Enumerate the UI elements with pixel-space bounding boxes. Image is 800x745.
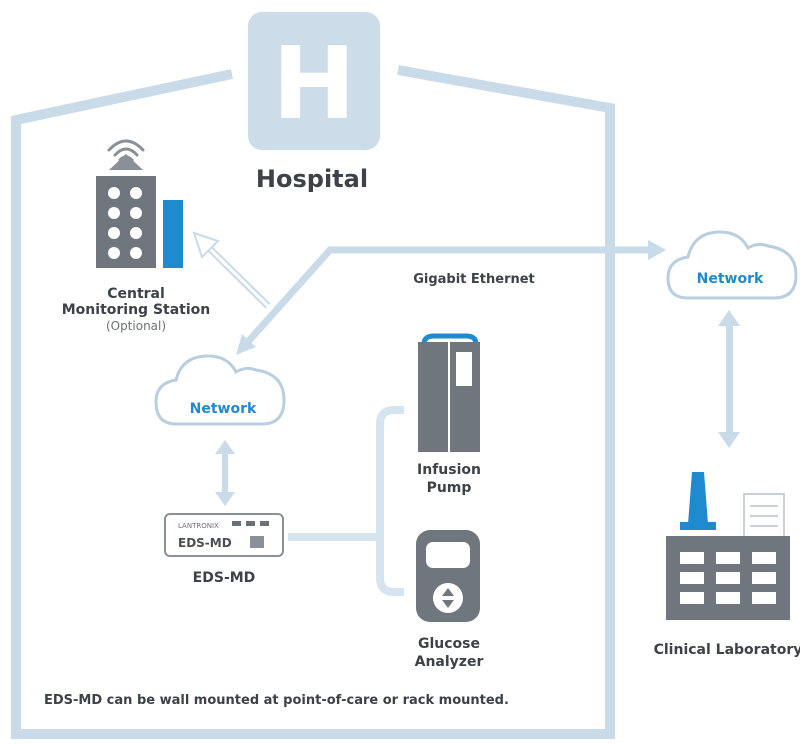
hospital-badge: H [248,12,380,150]
hospital-badge-icon [248,12,380,150]
network-cloud-icon [154,354,286,426]
hospital-label: Hospital [256,165,368,193]
central-monitoring-station-icon [96,139,183,268]
glucose-analyzer-label-line2: Analyzer [415,654,484,670]
arrow-network-lab [718,310,740,448]
clinical-laboratory-icon [666,472,790,620]
eds-md-device-icon: LANTRONIX EDS-MD [164,513,284,557]
glucose-analyzer-label-line1: Glucose [418,636,480,652]
hospital-building-outline [11,65,615,739]
infusion-pump-icon [418,333,480,452]
arrow-network-eds [215,440,235,506]
eds-md-label: EDS-MD [193,570,256,586]
eds-device-model: EDS-MD [178,536,232,550]
central-station-label-line2: Monitoring Station [62,302,211,318]
infusion-pump-label-line1: Infusion [417,462,481,478]
glucose-analyzer-icon [416,530,480,622]
clinical-laboratory-label: Clinical Laboratory [654,642,800,658]
arrow-to-central-station [192,231,271,309]
infusion-pump-label-line2: Pump [427,480,472,496]
footer-note: EDS-MD can be wall mounted at point-of-c… [44,693,509,708]
central-station-label-line1: Central [107,286,165,302]
device-bracket-connector [288,406,404,596]
network-label-outer: Network [697,271,764,287]
gigabit-ethernet-link [236,240,666,355]
gigabit-ethernet-label: Gigabit Ethernet [413,272,535,287]
eds-device-brand: LANTRONIX [178,522,219,530]
central-station-optional-note: (Optional) [106,319,166,333]
network-label-inner: Network [190,401,257,417]
hospital-letter: H [272,25,356,142]
network-cloud-outer-icon [666,230,798,300]
